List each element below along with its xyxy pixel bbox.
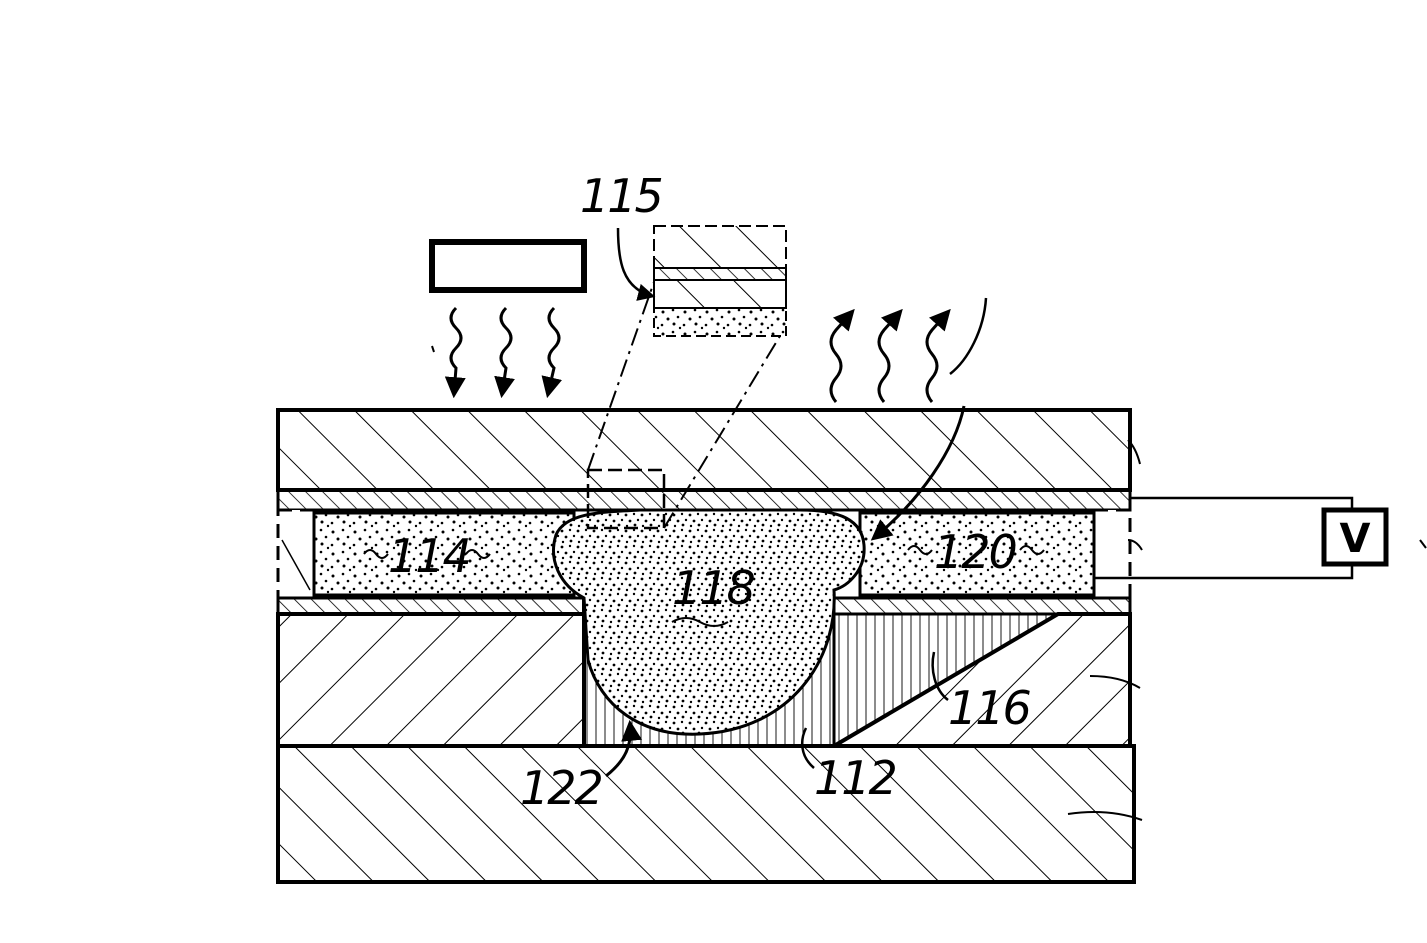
voltage-meter-label: V (1340, 516, 1371, 562)
leader-115 (616, 227, 656, 301)
left-spacer-hatch (281, 539, 311, 591)
ref-label-114: 114 (388, 529, 470, 583)
leader-122 (605, 719, 643, 778)
squiggle-120-right (1019, 545, 1045, 555)
leader-112 (800, 727, 815, 769)
ref-label-118: 118 (672, 561, 755, 615)
droplet-118-fill (553, 510, 865, 735)
bottom-electrode-left (276, 596, 586, 616)
bottom-substrate (276, 744, 1136, 884)
squiggle-114-left (363, 549, 389, 559)
right-edge-ticks (1067, 439, 1427, 821)
leader-droplet-edge (870, 405, 966, 541)
voltage-meter-box (1321, 507, 1389, 567)
incoming-radiation-arrows (444, 306, 563, 399)
ref-label-115: 115 (580, 169, 662, 223)
squiggle-120-left (907, 545, 933, 555)
detail-leader-right (663, 335, 781, 529)
left-spacer (276, 508, 316, 600)
voltage-wiring (1094, 496, 1354, 580)
leader-116 (931, 651, 949, 701)
bottom-electrode-right (832, 596, 1132, 616)
leader-outgoing (949, 297, 988, 375)
ref-label-120: 120 (934, 525, 1016, 579)
ref-label-112: 112 (814, 751, 896, 805)
squiggle-114-right (465, 549, 491, 559)
detail-callout-box (586, 468, 666, 530)
ref-label-122: 122 (520, 761, 602, 815)
top-substrate (276, 408, 1132, 492)
top-electrode-layer (276, 488, 1132, 512)
reservoir-channel-116 (834, 614, 1058, 746)
tick-mark-left (431, 345, 435, 353)
detail-leader-left (587, 281, 655, 471)
squiggle-118 (671, 617, 729, 627)
liquid-layer-120 (858, 511, 1096, 597)
detail-inset (653, 225, 787, 337)
middle-body-left (276, 612, 586, 748)
outgoing-radiation-arrows (829, 308, 951, 403)
ref-label-116: 116 (948, 681, 1031, 735)
light-source-block (429, 239, 587, 293)
right-spacer (1092, 508, 1132, 600)
